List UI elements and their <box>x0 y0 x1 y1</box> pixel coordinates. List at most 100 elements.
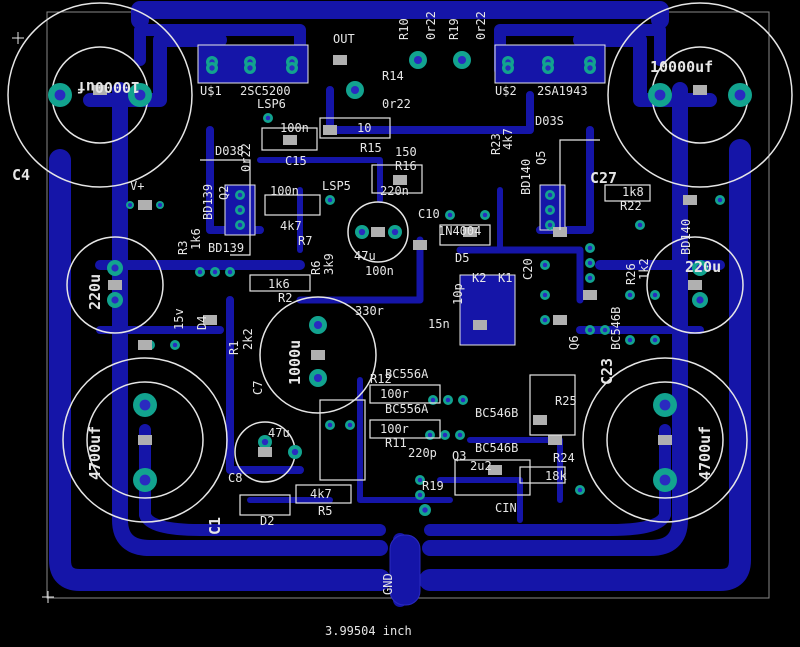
pad-hole <box>545 65 551 71</box>
pad-hole <box>247 65 253 71</box>
v-plus-label: V+ <box>130 179 144 193</box>
c27-label: C27 <box>590 169 617 187</box>
gnd-terminal <box>389 534 421 606</box>
c10-label: C10 <box>418 207 440 221</box>
corner-marks <box>12 32 54 603</box>
silkscreen-text: 10000uf 10000uf 4700uf 4700uf 220u 220u … <box>12 11 721 638</box>
pad-hole <box>587 65 593 71</box>
r1-label: R1 <box>227 341 241 355</box>
silkscreen-bodies <box>200 117 651 516</box>
smd-pad <box>283 135 297 145</box>
r23-value: 4k7 <box>501 128 515 150</box>
pad-hole <box>212 269 218 275</box>
pad-hole <box>505 65 511 71</box>
smd-pad <box>108 280 122 290</box>
smd-pad <box>693 85 707 95</box>
smd-pad <box>323 125 337 135</box>
pad-hole <box>654 89 666 101</box>
q-2sc5200-label: 2SC5200 <box>240 84 291 98</box>
pad-hole <box>427 432 433 438</box>
bd140-a-label: BD140 <box>519 159 533 195</box>
d4-label: D4 <box>195 316 209 330</box>
c-2u2-label: 2u2 <box>470 459 492 473</box>
smd-pad <box>333 55 347 65</box>
r12-value: 100r <box>380 387 409 401</box>
r10-value: 0r22 <box>424 11 438 40</box>
r1-value: 2k2 <box>241 328 255 350</box>
pad-hole <box>547 207 553 213</box>
k2-label: K2 <box>472 271 486 285</box>
c-15n-label: 15n <box>428 317 450 331</box>
bd140-b-label: BD140 <box>679 219 693 255</box>
r19-value: 0r22 <box>474 11 488 40</box>
r2-label: R2 <box>278 291 292 305</box>
c23-label: C23 <box>598 358 616 385</box>
pad-hole <box>158 203 162 207</box>
pad-hole <box>358 228 366 236</box>
smd-pad <box>553 227 567 237</box>
pad-hole <box>627 292 633 298</box>
pad-hole <box>289 65 295 71</box>
pad-hole <box>139 399 151 411</box>
pad-hole <box>652 292 658 298</box>
pad-hole <box>261 438 269 446</box>
r16-label: R16 <box>395 159 417 173</box>
pad-hole <box>128 203 132 207</box>
r15-label: R15 <box>360 141 382 155</box>
pad-hole <box>347 422 353 428</box>
r3-value: 1k6 <box>189 228 203 250</box>
c8-label: C8 <box>228 471 242 485</box>
smd-pad <box>463 227 477 237</box>
pad-hole <box>111 296 119 304</box>
pad-hole <box>659 399 671 411</box>
r11-value: 100r <box>380 422 409 436</box>
pad-hole <box>445 397 451 403</box>
smd-pad <box>548 435 562 445</box>
pad-hole <box>717 197 723 203</box>
pad-hole <box>139 474 151 486</box>
pad-hole <box>327 197 333 203</box>
r26-value: 1k2 <box>637 258 651 280</box>
pad-hole <box>209 65 215 71</box>
pad-hole <box>197 269 203 275</box>
cap-220-right-label: 220u <box>685 258 721 276</box>
pad-hole <box>417 492 423 498</box>
pad-hole <box>734 89 746 101</box>
pad-hole <box>696 296 704 304</box>
pad-hole <box>313 373 323 383</box>
smd-pad <box>138 435 152 445</box>
r19b-label: R19 <box>422 479 444 493</box>
smd-pad <box>371 227 385 237</box>
d2-label: D2 <box>260 514 274 528</box>
pad-hole <box>602 327 608 333</box>
pad-hole <box>391 228 399 236</box>
r14-label: R14 <box>382 69 404 83</box>
pad-hole <box>447 212 453 218</box>
cap-big-tr-label: 10000uf <box>650 58 713 76</box>
d5-label: D5 <box>455 251 469 265</box>
pad-hole <box>227 269 233 275</box>
k1-label: K1 <box>498 271 512 285</box>
lsp6-label: LSP6 <box>257 97 286 111</box>
c-220n-label: 220n <box>380 184 409 198</box>
pad-hole <box>291 448 299 456</box>
q2-label: Q2 <box>217 186 231 200</box>
smd-pad <box>258 447 272 457</box>
r24-label: R24 <box>553 451 575 465</box>
c4-label: C4 <box>12 166 30 184</box>
pad-hole <box>547 192 553 198</box>
smd-pad <box>138 340 152 350</box>
c1-label: C1 <box>206 517 224 535</box>
u1-label: U$1 <box>200 84 222 98</box>
smd-pad <box>413 240 427 250</box>
smd-pad <box>203 315 217 325</box>
d03s-label: D03S <box>535 114 564 128</box>
board-dimension-label: 3.99504 inch <box>325 624 412 638</box>
r22-value: 1k8 <box>622 185 644 199</box>
q-2sa1943-label: 2SA1943 <box>537 84 588 98</box>
pad-hole <box>430 397 436 403</box>
r10-small-value: 10 <box>357 121 371 135</box>
r6-label: R6 <box>309 261 323 275</box>
cap-1000-label: 1000u <box>286 340 304 385</box>
